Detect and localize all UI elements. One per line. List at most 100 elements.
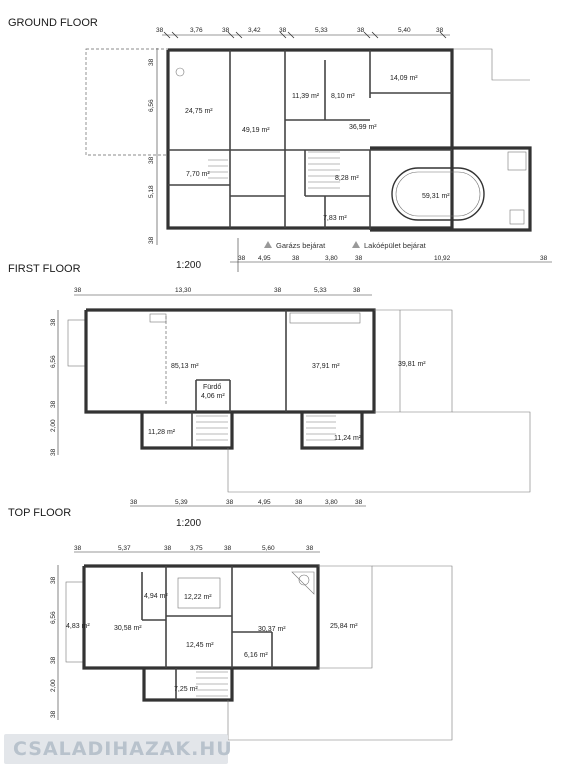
ground-stairs: [208, 151, 340, 189]
first-stairs: [196, 415, 336, 441]
room-first-0: 85,13 m²: [171, 363, 199, 370]
dim-first-left-0: 38: [50, 318, 57, 326]
room-ground-4: 14,09 m²: [390, 75, 418, 82]
dim-first-top-1: 13,30: [175, 287, 192, 294]
ground-floor-plan: GROUND FLOOR 38 3,76 38 3,42 38 5,33 38 …: [8, 17, 552, 272]
dim-top-top-1: 5,37: [118, 545, 131, 552]
dim-first-bottom-0: 38: [130, 499, 138, 506]
dim-top-left-1: 6,56: [50, 611, 57, 624]
room-top-3: 12,22 m²: [184, 594, 212, 601]
room-first-3: Fürdő: [203, 384, 221, 391]
dim-ground-left-3: 5,18: [148, 185, 155, 198]
first-floor-plan: FIRST FLOOR 38 13,30 38 5,33 38 38 6,56 …: [8, 263, 531, 529]
ground-left-dimensions: 38 6,56 38 5,18 38: [148, 48, 158, 245]
first-bottom-dimensions: 38 5,39 38 4,95 38 3,80 38: [130, 499, 366, 507]
dim-top-top-5: 5,60: [262, 545, 275, 552]
dim-ground-bottom-3: 3,80: [325, 255, 338, 262]
ground-pool-walls: [370, 146, 532, 232]
room-top-8: 7,25 m²: [174, 686, 198, 693]
lounge-chair: [509, 209, 525, 225]
room-first-6: 11,24 m²: [334, 435, 362, 442]
jacuzzi: [507, 151, 527, 171]
top-bathtub-corner: [291, 571, 315, 595]
dim-first-top-2: 38: [274, 287, 282, 294]
dim-top-top-4: 38: [224, 545, 232, 552]
pool: [391, 167, 485, 221]
first-terrace: [374, 309, 453, 413]
dim-ground-left-1: 6,56: [148, 99, 155, 112]
dim-first-left-4: 38: [50, 448, 57, 456]
top-exterior-walls: [82, 564, 320, 670]
room-ground-1: 49,19 m²: [242, 127, 270, 134]
ground-top-dimensions: 38 3,76 38 3,42 38 5,33 38 5,40 38: [156, 27, 450, 39]
room-ground-6: 7,70 m²: [186, 171, 210, 178]
dim-ground-top-0: 38: [156, 27, 164, 34]
room-ground-0: 24,75 m²: [185, 108, 213, 115]
dim-first-bottom-3: 4,95: [258, 499, 271, 506]
house-entrance-label: Lakóépület bejárat: [364, 241, 427, 250]
dim-top-top-2: 38: [164, 545, 172, 552]
dim-first-bottom-2: 38: [226, 499, 234, 506]
ground-scale: 1:200: [176, 260, 201, 271]
dim-ground-left-2: 38: [148, 156, 155, 164]
dim-top-left-0: 38: [50, 576, 57, 584]
first-fixture: [149, 313, 167, 323]
room-top-6: 6,16 m²: [244, 652, 268, 659]
room-ground-3: 8,10 m²: [331, 93, 355, 100]
dim-first-bottom-1: 5,39: [175, 499, 188, 506]
dim-top-top-0: 38: [74, 545, 82, 552]
dim-first-top-0: 38: [74, 287, 82, 294]
room-ground-7: 8,28 m²: [335, 175, 359, 182]
top-left-balcony: [65, 581, 85, 663]
dim-ground-top-3: 3,42: [248, 27, 261, 34]
top-interior-walls: [141, 566, 273, 700]
house-entrance-icon: [352, 241, 360, 248]
ground-exterior-walls: [166, 48, 454, 230]
first-top-dimensions: 38 13,30 38 5,33 38: [74, 287, 372, 296]
dim-top-top-6: 38: [306, 545, 314, 552]
dim-first-bottom-4: 38: [295, 499, 303, 506]
dim-ground-left-4: 38: [148, 236, 155, 244]
room-top-5: 30,37 m²: [258, 626, 286, 633]
garage-entrance-label: Garázs bejárat: [276, 241, 326, 250]
dim-ground-bottom-6: 38: [540, 255, 548, 262]
dim-ground-bottom-5: 10,92: [434, 255, 451, 262]
ground-fixture: [175, 67, 185, 77]
dim-ground-top-7: 5,40: [398, 27, 411, 34]
dim-first-bottom-5: 3,80: [325, 499, 338, 506]
room-top-4: 12,45 m²: [186, 642, 214, 649]
dim-ground-bottom-2: 38: [292, 255, 300, 262]
dim-first-top-4: 38: [353, 287, 361, 294]
first-floor-title: FIRST FLOOR: [8, 263, 81, 275]
ground-outline-right: [452, 48, 530, 81]
first-scale: 1:200: [176, 518, 201, 529]
dim-ground-left-0: 38: [148, 58, 155, 66]
dim-first-left-2: 38: [50, 400, 57, 408]
room-ground-8: 59,31 m²: [422, 193, 450, 200]
dim-first-bottom-6: 38: [355, 499, 363, 506]
first-left-dimensions: 38 6,56 38 2,00 38: [50, 310, 59, 456]
room-first-1: 37,91 m²: [312, 363, 340, 370]
dim-first-left-1: 6,56: [50, 355, 57, 368]
room-ground-9: 7,83 m²: [323, 215, 347, 222]
top-outline-right: [372, 565, 453, 741]
room-first-4: 4,06 m²: [201, 393, 225, 400]
top-bed: [177, 577, 221, 609]
top-stair-block: [142, 668, 234, 702]
dim-first-top-3: 5,33: [314, 287, 327, 294]
room-first-2: 39,81 m²: [398, 361, 426, 368]
dim-ground-top-6: 38: [357, 27, 365, 34]
room-top-1: 30,58 m²: [114, 625, 142, 632]
dim-top-left-3: 2,00: [50, 679, 57, 692]
first-stair-block-right: [300, 412, 364, 450]
dim-top-top-3: 3,75: [190, 545, 203, 552]
first-stair-block-left: [140, 412, 234, 450]
top-floor-title: TOP FLOOR: [8, 507, 71, 519]
room-top-7: 25,84 m²: [330, 623, 358, 630]
room-first-5: 11,28 m²: [148, 429, 176, 436]
dim-ground-top-5: 5,33: [315, 27, 328, 34]
dim-top-left-2: 38: [50, 656, 57, 664]
dim-ground-bottom-0: 38: [238, 255, 246, 262]
ground-dashed-terrace: [85, 48, 169, 156]
